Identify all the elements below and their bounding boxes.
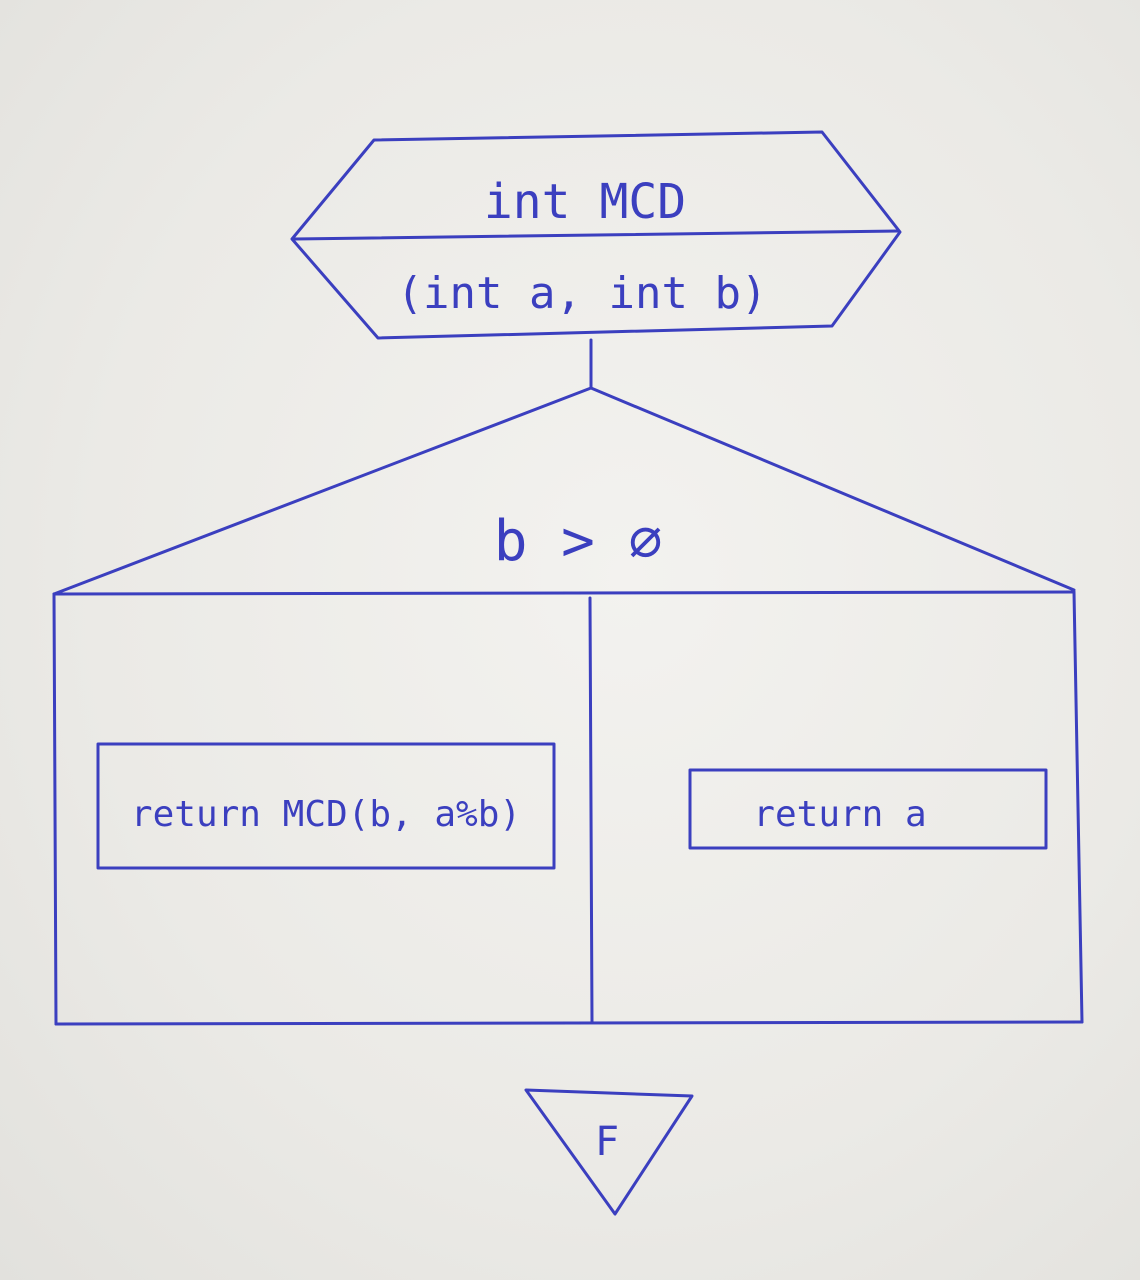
branch-top-line — [52, 590, 1076, 596]
function-params-text: (int a, int b) — [397, 268, 768, 319]
left-statement-text: return MCD(b, a%b) — [131, 794, 521, 835]
branch-center-divider — [588, 596, 594, 1024]
terminator-label: F — [595, 1119, 619, 1165]
right-statement-box — [688, 768, 1048, 850]
function-header-block: int MCD (int a, int b) — [290, 130, 902, 340]
end-terminator: F — [524, 1088, 694, 1216]
header-hexagon-outline — [290, 130, 902, 340]
branch-bottom-line — [54, 1020, 1084, 1026]
left-statement-box — [96, 742, 556, 870]
condition-text: b > ∅ — [494, 509, 663, 574]
function-name-text: int MCD — [484, 174, 686, 230]
condition-block: b > ∅ — [52, 386, 1076, 596]
terminator-triangle-outline — [524, 1088, 694, 1216]
branch-right-edge — [1072, 590, 1084, 1024]
branch-container — [52, 590, 1084, 1026]
branch-left-edge — [52, 592, 58, 1026]
condition-triangle-outline — [52, 386, 1076, 596]
right-statement-text: return a — [753, 794, 926, 835]
left-branch-statement: return MCD(b, a%b) — [96, 742, 556, 870]
header-divider-line — [292, 229, 900, 241]
right-branch-statement: return a — [688, 768, 1048, 850]
